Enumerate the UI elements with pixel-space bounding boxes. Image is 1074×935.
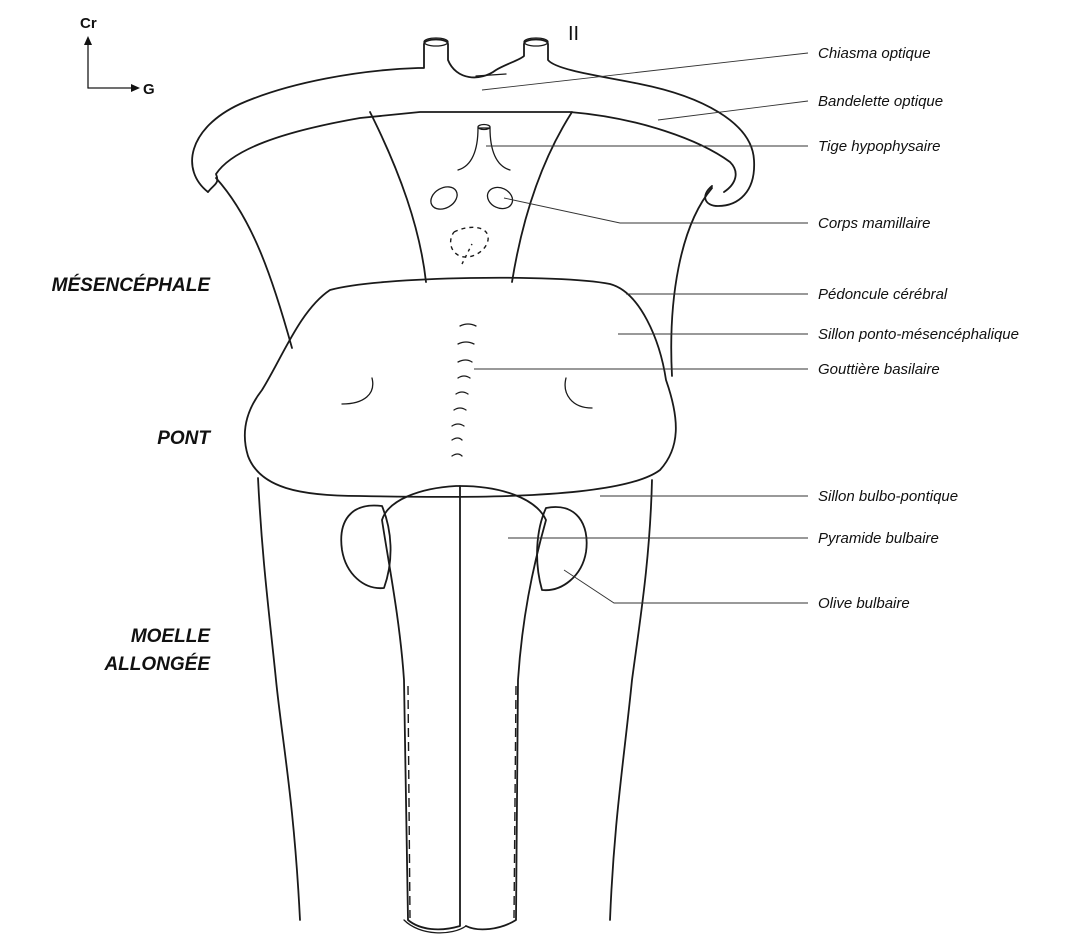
label-pedoncule-cerebral: Pédoncule cérébral	[818, 286, 948, 303]
label-sillon-bulbo-pontique: Sillon bulbo-pontique	[818, 488, 958, 505]
region-moelle-line1: MOELLE	[131, 626, 211, 647]
label-chiasma-optique: Chiasma optique	[818, 45, 931, 62]
label-gouttiere-basilaire: Gouttière basilaire	[818, 361, 940, 378]
structure-labels: Chiasma optique Bandelette optique Tige …	[818, 45, 1019, 612]
region-mesencephale: MÉSENCÉPHALE	[52, 274, 212, 296]
region-moelle-line2: ALLONGÉE	[103, 653, 211, 675]
cranial-nerve-ii-label: II	[568, 23, 579, 45]
mesencephalon-drawing	[216, 112, 712, 376]
label-tige-hypophysaire: Tige hypophysaire	[818, 138, 940, 155]
label-corps-mamillaire: Corps mamillaire	[818, 215, 931, 232]
region-labels: MÉSENCÉPHALE PONT MOELLE ALLONGÉE	[52, 274, 212, 675]
basilar-groove-marks	[452, 324, 476, 456]
left-label: G	[143, 81, 155, 98]
optic-chiasma-drawing	[192, 38, 754, 206]
label-sillon-ponto-mesencephalique: Sillon ponto-mésencéphalique	[818, 326, 1019, 343]
pons-drawing	[245, 278, 676, 497]
label-pyramide-bulbaire: Pyramide bulbaire	[818, 530, 939, 547]
cranial-label: Cr	[80, 15, 97, 32]
left-arrow-head	[131, 84, 140, 92]
medulla-drawing	[258, 478, 652, 933]
label-olive-bulbaire: Olive bulbaire	[818, 595, 910, 612]
cranial-arrow-head	[84, 36, 92, 45]
leader-lines	[474, 53, 808, 603]
label-bandelette-optique: Bandelette optique	[818, 93, 943, 110]
region-pont: PONT	[157, 428, 211, 449]
orientation-indicator: Cr G	[80, 15, 155, 98]
